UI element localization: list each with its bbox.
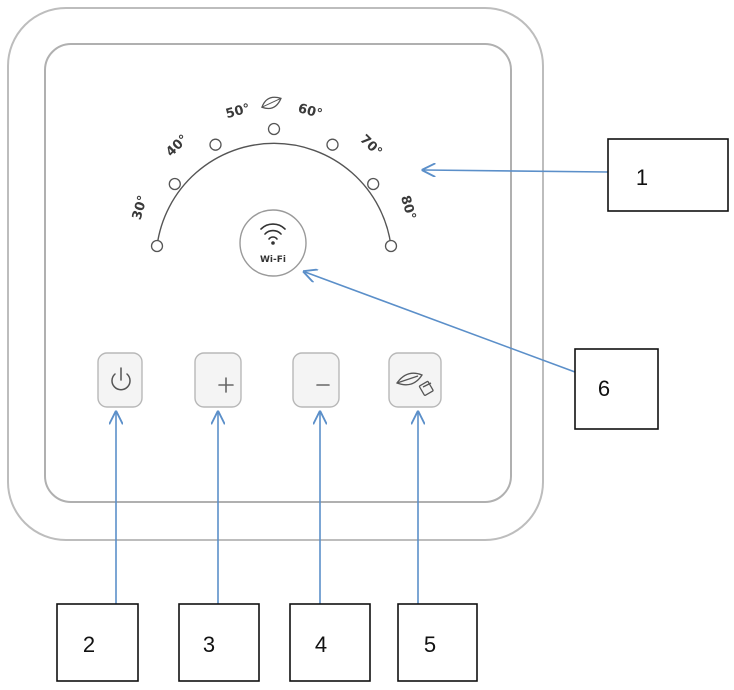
power-button[interactable] <box>97 352 143 408</box>
callout-box-4: 4 <box>289 603 371 682</box>
eco-mode-button[interactable] <box>388 352 442 408</box>
callout-box-6: 6 <box>574 348 659 430</box>
temperature-dot <box>150 239 164 253</box>
arrow-1 <box>424 170 609 172</box>
callout-box-3: 3 <box>178 603 260 682</box>
callout-box-5: 5 <box>397 603 478 682</box>
callout-number-3: 3 <box>203 632 215 657</box>
temperature-dot <box>168 177 181 191</box>
temperature-dot <box>267 122 281 136</box>
callout-number-2: 2 <box>83 632 95 657</box>
callout-number-4: 4 <box>315 632 327 657</box>
callout-box-2: 2 <box>56 603 139 682</box>
plus-button[interactable] <box>194 352 242 408</box>
callout-number-5: 5 <box>424 632 436 657</box>
temperature-dots <box>150 122 398 253</box>
callout-box-1: 1 <box>607 138 729 212</box>
plus-icon <box>218 377 234 393</box>
callout-number-6: 6 <box>598 376 610 401</box>
temperature-label: 60° <box>296 101 324 122</box>
power-icon <box>111 367 131 391</box>
minus-button[interactable] <box>292 352 340 408</box>
temperature-label: 50° <box>224 101 252 122</box>
callout-number-1: 1 <box>636 165 648 190</box>
callout-arrows <box>116 170 609 604</box>
wifi-icon <box>260 223 286 240</box>
temperature-dot <box>367 177 380 191</box>
temperature-dot <box>326 138 339 151</box>
temperature-arc <box>156 142 392 247</box>
wifi-indicator: Wi-Fi <box>239 209 307 277</box>
temperature-label: 30° <box>130 194 151 222</box>
temperature-label: 80° <box>397 194 418 222</box>
temperature-dot <box>209 138 222 151</box>
wifi-label: Wi-Fi <box>260 255 286 265</box>
eco-mode-icon <box>395 372 434 396</box>
temperature-dot <box>384 239 398 253</box>
leaf-icon <box>261 96 282 110</box>
arrow-6 <box>305 272 576 373</box>
